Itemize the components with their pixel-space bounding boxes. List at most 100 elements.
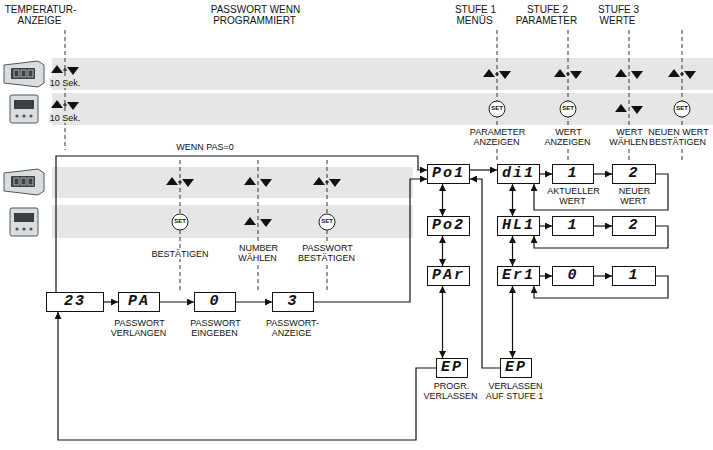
arrow-buttons-symbol [483, 69, 511, 79]
arrow-buttons-symbol [554, 69, 582, 79]
display-text: EP [505, 360, 527, 376]
label-text: SET [320, 218, 334, 224]
caption-label: NUMBER WÄHLEN [230, 244, 286, 264]
display-box: di1 [497, 164, 540, 184]
caption-label: STUFE 1 MENÜS [449, 4, 501, 26]
set-button-symbol [172, 214, 188, 230]
label-text: PASSWORT VERLANGEN [111, 318, 168, 338]
panel-thermostat-icon [4, 61, 44, 87]
arrow-buttons-symbol [51, 65, 79, 75]
label-text: BESTÄTIGEN [150, 249, 209, 259]
display-box: Er1 [497, 266, 540, 286]
display-box: 0 [194, 292, 236, 312]
label-text: SET [561, 105, 575, 111]
set-button-symbol [319, 214, 335, 230]
caption-label: BESTÄTIGEN [147, 250, 213, 260]
caption-label: NEUEN WERT BESTÄTIGEN [647, 128, 709, 148]
label-text: PARAMETER ANZEIGEN [469, 127, 525, 147]
display-text: HL1 [502, 218, 535, 234]
label-text: PASSWORT BESTÄTIGEN [298, 243, 356, 263]
set-button-symbol [560, 101, 576, 117]
display-box: 2 [612, 164, 656, 184]
flow-arrow [594, 225, 612, 226]
arrow-buttons-symbol [51, 100, 79, 110]
label-text: STUFE 1 MENÜS [454, 4, 496, 26]
din-rail-unit-icon [10, 208, 38, 236]
caption-label: PASSWORT EINGEBEN [181, 319, 249, 339]
display-box: 2 [612, 216, 656, 236]
arrow-buttons-symbol [615, 69, 643, 79]
label-text: NUMBER WÄHLEN [238, 243, 278, 263]
flow-arrow [442, 236, 443, 266]
flow-arrow [160, 301, 194, 302]
label-text: PASSWORT EINGEBEN [189, 318, 241, 338]
flow-arrow [540, 225, 552, 226]
label-text: WERT WÄHLEN [609, 127, 649, 147]
display-text: 3 [277, 294, 309, 310]
arrow-buttons-symbol [668, 69, 696, 79]
flow-arrow [314, 179, 427, 302]
din-rail-unit-icon [10, 95, 38, 123]
label-text: PROGR. VERLASSEN [423, 381, 478, 401]
display-text: Po1 [432, 166, 465, 182]
display-box: 1 [612, 266, 656, 286]
flow-arrow [540, 275, 552, 276]
label-text: STUFE 2 PARAMETER [516, 4, 579, 26]
panel-thermostat-icon [4, 169, 44, 195]
label-text: TEMPERATUR-ANZEIGE [4, 4, 76, 26]
caption-label: WERT ANZEIGEN [542, 128, 594, 148]
caption-label: 10 Sek. [43, 114, 87, 124]
flow-arrow [236, 301, 272, 302]
display-box: HL1 [497, 216, 540, 236]
flow-arrow [512, 236, 513, 266]
flow-arrow [512, 286, 513, 358]
display-box: Po2 [427, 216, 470, 236]
label-text: VERLASSEN AUF STUFE 1 [486, 381, 545, 401]
caption-label: PROGR. VERLASSEN [423, 382, 479, 402]
display-box: PA [118, 292, 160, 312]
caption-label: AKTUELLER WERT [543, 187, 603, 207]
caption-label: PASSWORT VERLANGEN [103, 319, 175, 339]
caption-label: VERLASSEN AUF STUFE 1 [484, 382, 546, 402]
grey-band [52, 93, 713, 125]
grey-band [52, 205, 413, 238]
flow-arrow [594, 173, 612, 174]
label-text: PASSWORT WENN PROGRAMMIERT [210, 4, 300, 26]
display-box: EP [500, 358, 532, 378]
button-label: SET [165, 218, 195, 225]
flow-arrow [442, 184, 443, 216]
dashed-guide [258, 160, 259, 290]
display-box: 0 [552, 266, 594, 286]
flow-arrow [540, 173, 552, 174]
display-box: 3 [272, 292, 314, 312]
arrow-buttons-symbol [244, 217, 272, 227]
display-text: 0 [557, 268, 589, 284]
display-text: Po2 [432, 218, 465, 234]
caption-label: PARAMETER ANZEIGEN [464, 128, 530, 148]
arrow-buttons-symbol [244, 177, 272, 187]
flow-arrow [58, 312, 436, 440]
label-text: PASSWORT-ANZEIGE [265, 318, 319, 338]
display-text: 2 [617, 218, 651, 234]
display-text: 1 [557, 166, 589, 182]
label-text: 10 Sek. [49, 78, 82, 88]
button-label: SET [667, 105, 697, 112]
button-label: SET [553, 105, 583, 112]
caption-label: TEMPERATUR-ANZEIGE [2, 4, 78, 26]
dashed-guide [65, 30, 66, 150]
grey-band [52, 58, 713, 90]
edge-label-text: WENN PAS=0 [175, 142, 235, 152]
flow-arrow [104, 301, 118, 302]
caption-label: PASSWORT BESTÄTIGEN [293, 244, 361, 264]
display-text: PAr [432, 268, 465, 284]
display-text: EP [441, 360, 463, 376]
display-box: EP [436, 358, 468, 378]
display-text: di1 [502, 166, 535, 182]
display-text: 2 [617, 166, 651, 182]
display-box: 1 [552, 216, 594, 236]
caption-label: STUFE 3 WERTE [592, 4, 644, 26]
label-text: WERT ANZEIGEN [544, 127, 591, 147]
label-text: SET [675, 105, 689, 111]
